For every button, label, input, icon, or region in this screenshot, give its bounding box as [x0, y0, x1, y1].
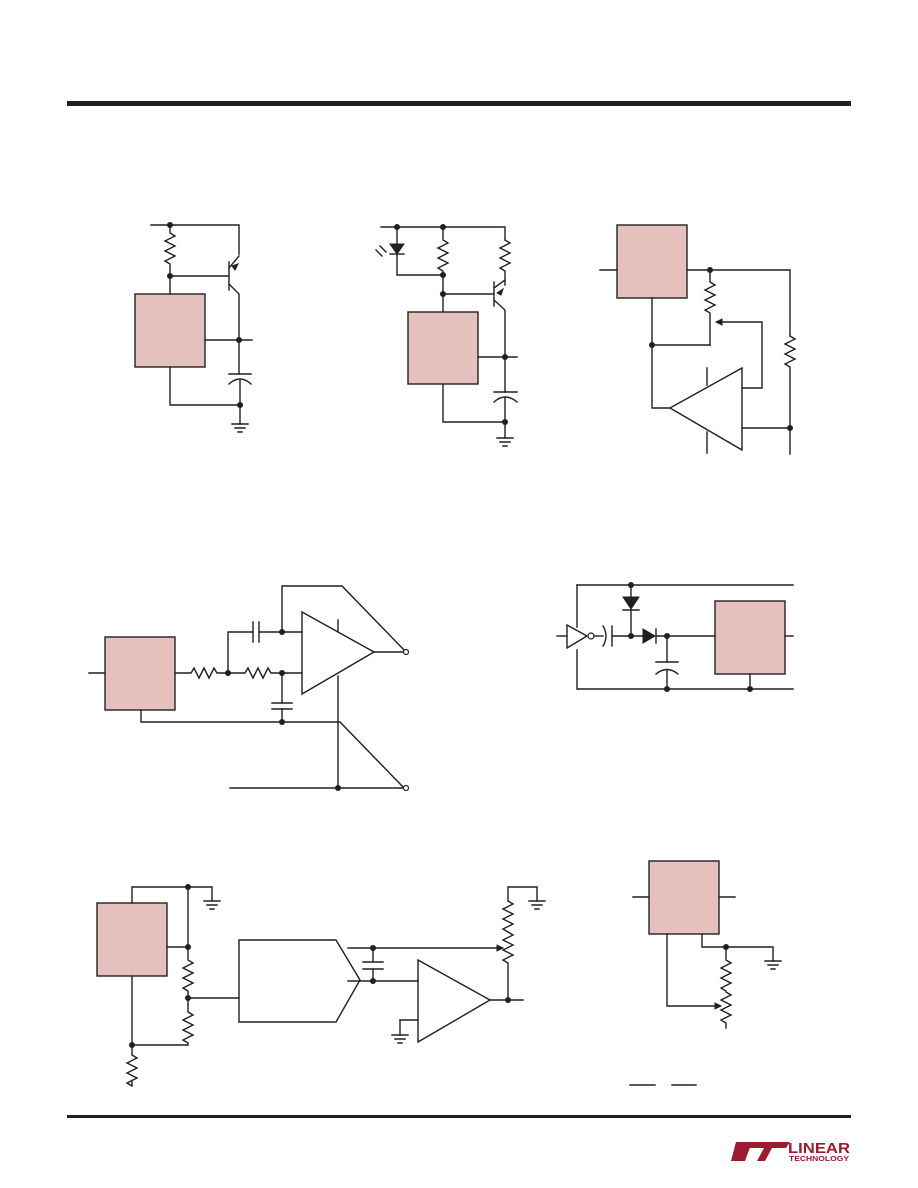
circuit-2	[375, 224, 518, 447]
circuit-2-ic	[407, 311, 479, 385]
circuit-6	[96, 884, 546, 1088]
circuit-5-ic	[714, 600, 786, 675]
circuit-4	[88, 585, 410, 792]
logo-name: LINEAR	[788, 1140, 850, 1157]
circuit-3	[599, 224, 797, 455]
circuit-7	[629, 860, 782, 1086]
circuit-4-ic	[104, 636, 176, 711]
circuit-1-ic	[134, 293, 206, 368]
linear-technology-logo: LINEAR TECHNOLOGY	[731, 1140, 850, 1163]
circuit-5	[556, 582, 794, 692]
top-rule	[67, 101, 851, 106]
circuit-1	[134, 222, 253, 433]
logo-sub: TECHNOLOGY	[789, 1156, 849, 1163]
circuit-6-ic	[96, 902, 168, 977]
circuit-7-ic	[648, 860, 720, 935]
circuit-3-ic	[616, 224, 688, 299]
bottom-rule	[67, 1115, 851, 1118]
